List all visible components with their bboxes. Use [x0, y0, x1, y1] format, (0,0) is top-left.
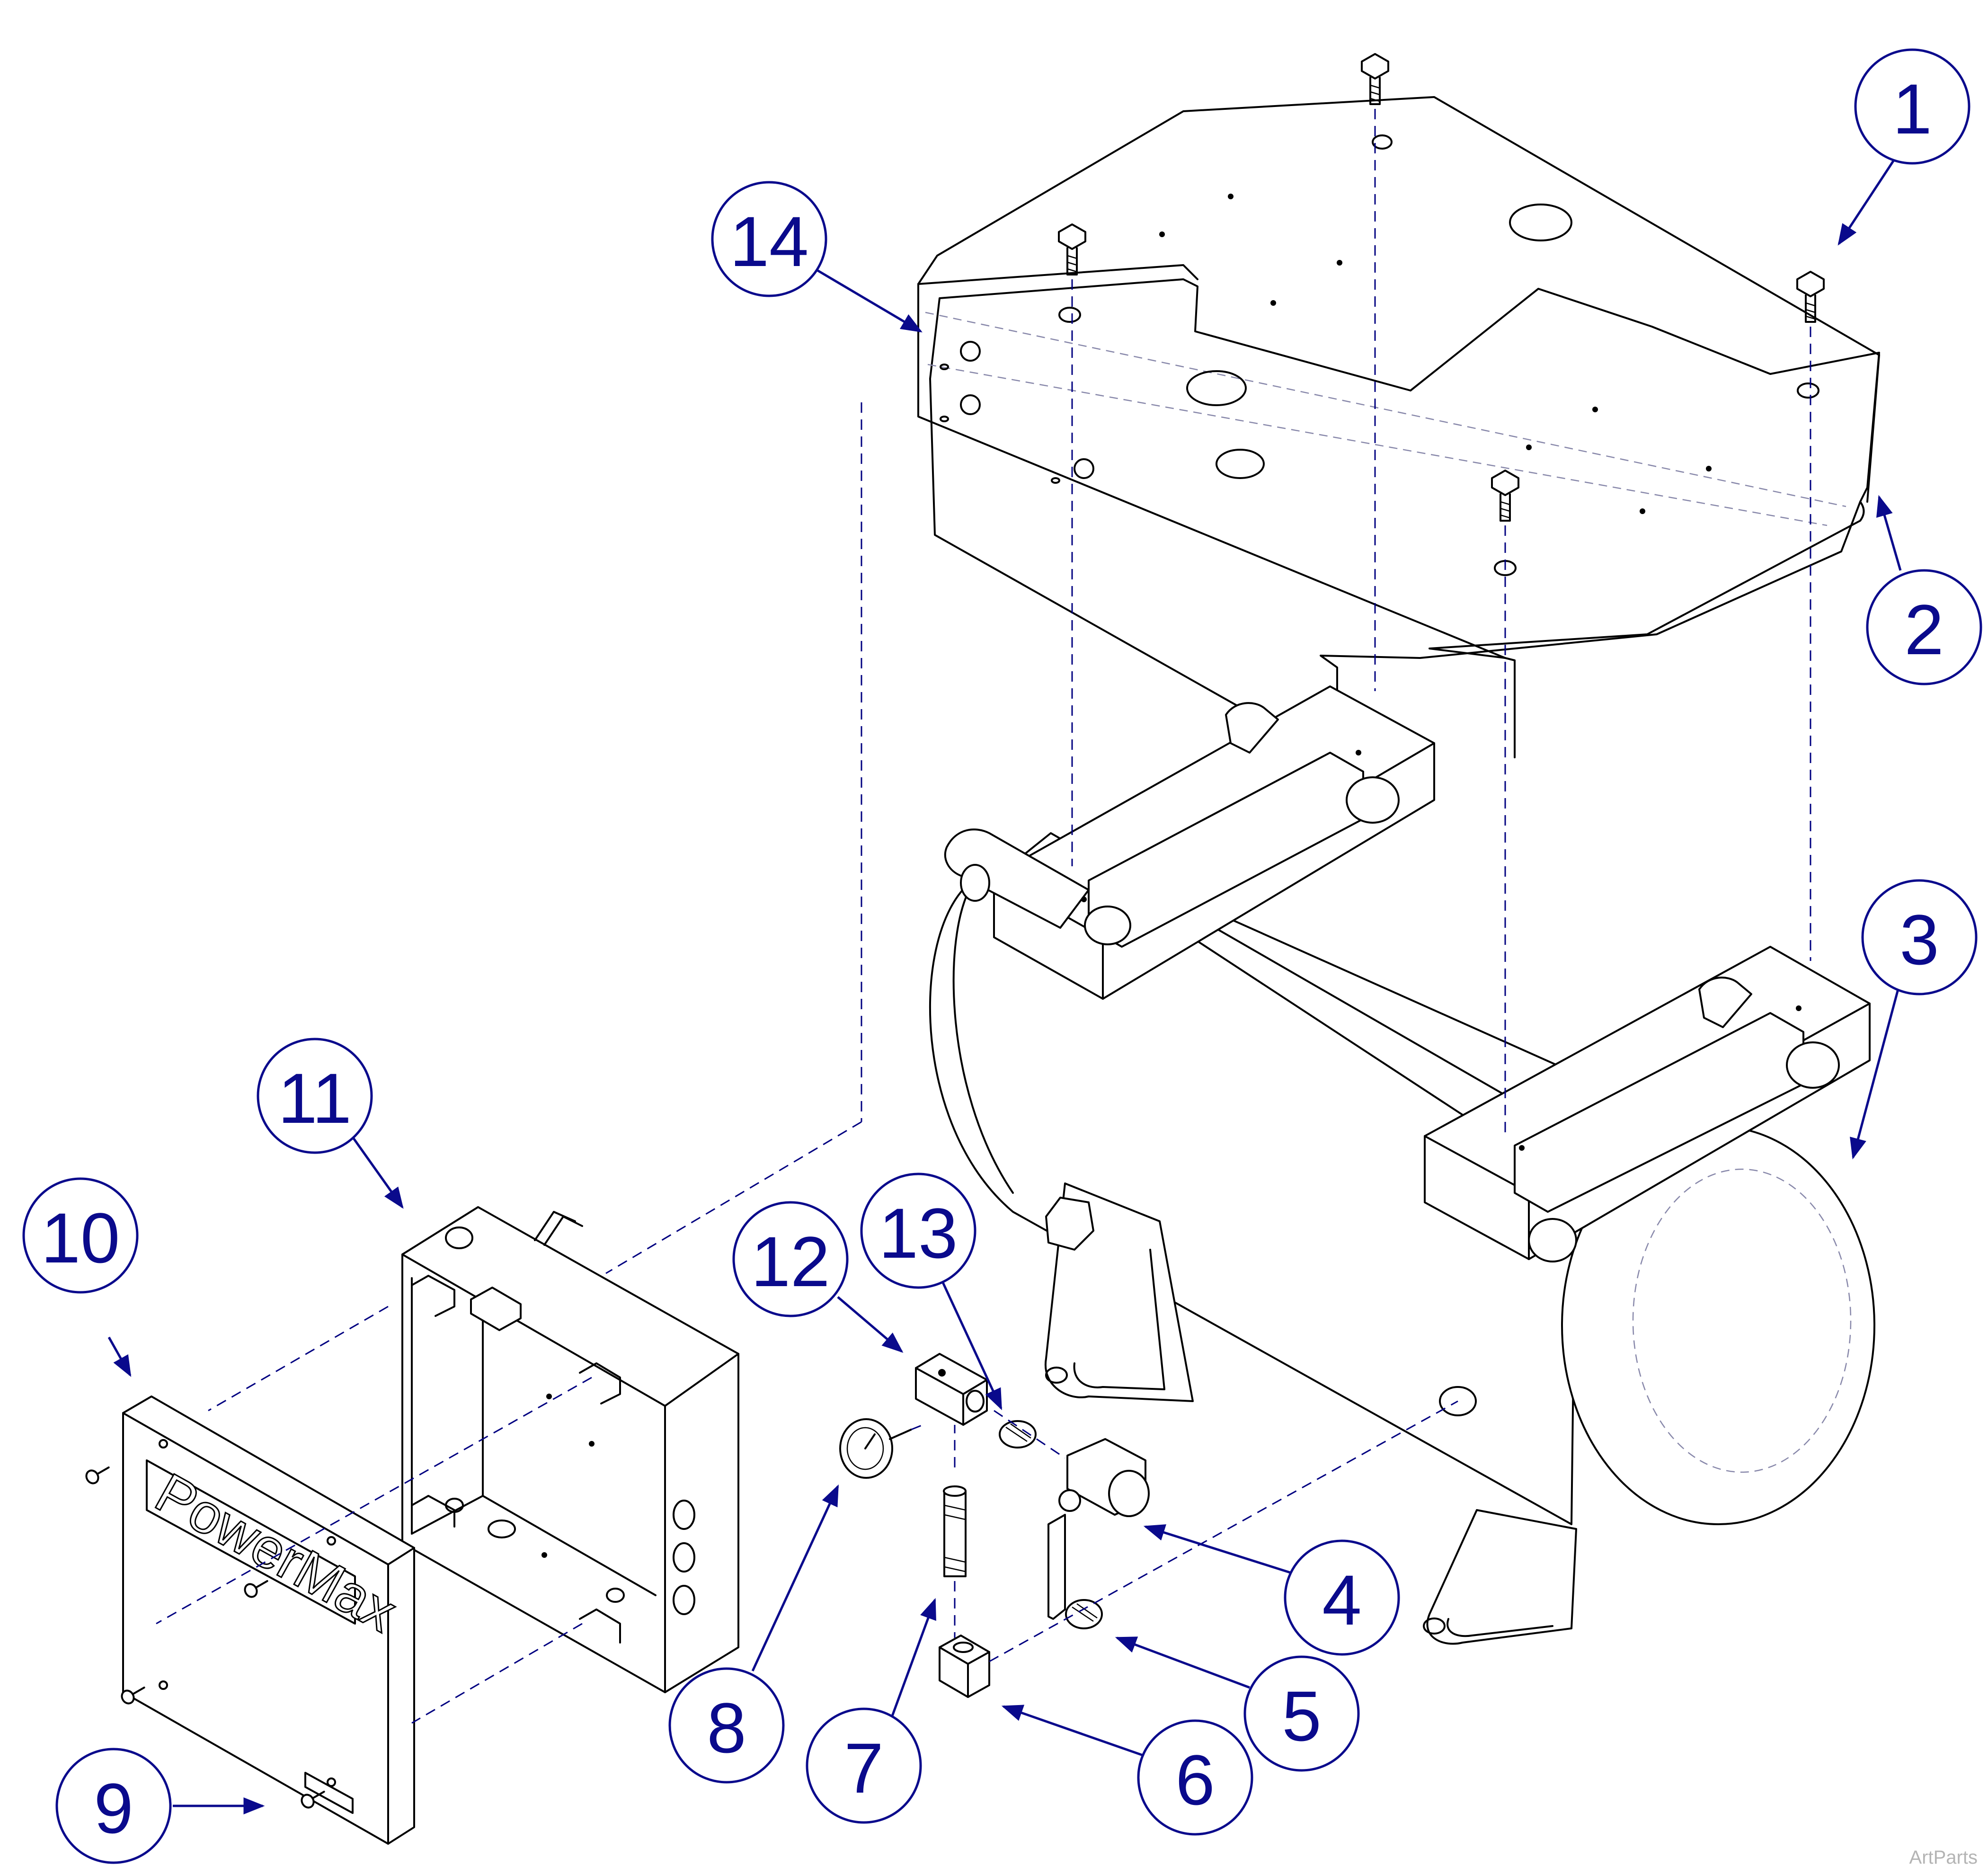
callout-1-label: 1	[1892, 69, 1932, 149]
callout-4-label: 4	[1322, 1560, 1361, 1640]
callout-3: 3	[1861, 879, 1978, 995]
air-tank	[929, 685, 1875, 1645]
callout-8: 8	[668, 1667, 785, 1784]
callout-9: 9	[55, 1748, 172, 1864]
callout-14-label: 14	[730, 202, 809, 281]
callout-14: 14	[711, 181, 827, 297]
callout-10: 10	[22, 1177, 139, 1294]
cover: PowerMax	[122, 1395, 415, 1845]
callout-10-label: 10	[41, 1198, 120, 1278]
callout-5-label: 5	[1282, 1676, 1321, 1756]
tee-fitting	[915, 1353, 988, 1426]
callout-9-label: 9	[94, 1768, 133, 1848]
callout-3-label: 3	[1899, 900, 1939, 979]
callout-2: 2	[1866, 569, 1982, 685]
callout-12-label: 12	[751, 1222, 830, 1301]
ball-valve	[1047, 1438, 1150, 1620]
callout-6-label: 6	[1175, 1740, 1215, 1820]
callout-4: 4	[1284, 1539, 1400, 1656]
callout-7-label: 7	[844, 1728, 883, 1808]
callout-12: 12	[732, 1201, 849, 1317]
assembly-lines	[156, 109, 1811, 1724]
control-box	[401, 1206, 739, 1693]
threaded-plug	[1065, 1599, 1103, 1629]
screws	[85, 1466, 325, 1809]
mounting-plate	[917, 96, 1880, 763]
bolts	[1058, 53, 1825, 522]
callout-11-label: 11	[278, 1058, 352, 1138]
callout-5: 5	[1243, 1655, 1360, 1772]
pressure-gauge	[839, 1418, 912, 1479]
pipe-nipple	[943, 1485, 967, 1577]
pipe-cap	[939, 1635, 990, 1698]
credit-label: ArtParts	[1909, 1847, 1978, 1868]
callout-13-label: 13	[879, 1193, 958, 1273]
callout-2-label: 2	[1904, 590, 1944, 669]
leader-lines	[107, 160, 1902, 1814]
callout-8-label: 8	[707, 1688, 746, 1768]
callout-1: 1	[1854, 48, 1970, 165]
threaded-nipple	[999, 1420, 1037, 1448]
callout-6: 6	[1137, 1719, 1253, 1836]
callout-13: 13	[860, 1173, 976, 1289]
callout-7: 7	[806, 1707, 922, 1824]
callout-11: 11	[257, 1038, 373, 1154]
